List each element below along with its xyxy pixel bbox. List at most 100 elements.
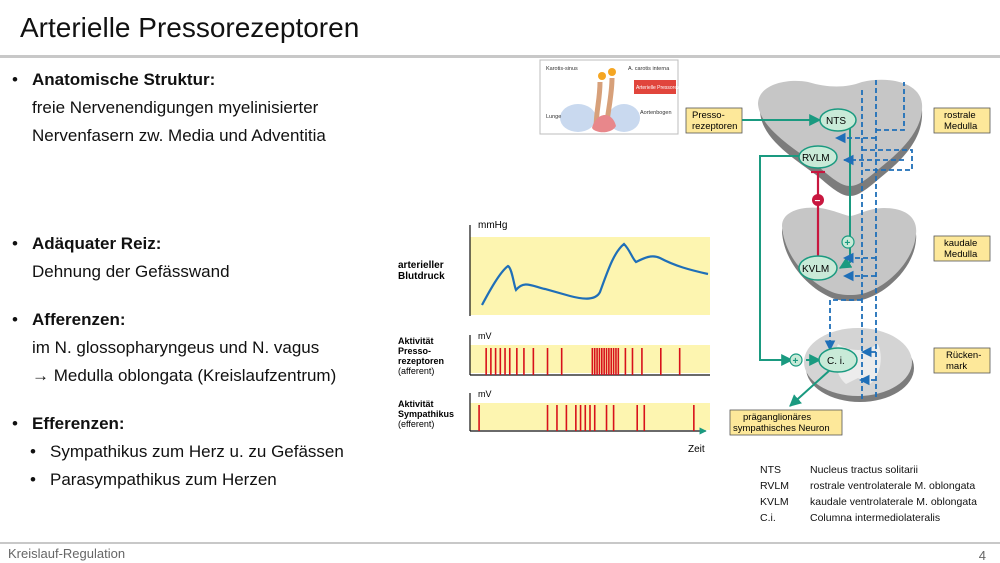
afferent-label: rezeptoren (398, 356, 444, 366)
legend-abbr: RVLM (760, 480, 789, 492)
efferent-label: Sympathikus (398, 409, 454, 419)
region-label: mark (946, 361, 967, 372)
bullet-afferents: • Afferenzen: im N. glossopharyngeus und… (10, 306, 400, 390)
pressure-curve (481, 242, 709, 306)
title-divider (0, 55, 1000, 58)
bullet-stimulus: • Adäquater Reiz: Dehnung der Gefässwand (10, 230, 400, 286)
plus-sign-marker (841, 235, 855, 249)
bullet-dot: • (12, 414, 18, 433)
minus-sign-marker (812, 194, 824, 206)
teal-pathways (742, 114, 853, 407)
plus-sign-marker (789, 353, 803, 367)
inset-label: Aortenbogen (640, 110, 672, 116)
sinus-marker (608, 68, 616, 76)
inset-label: Karotis-sinus (546, 66, 578, 72)
sub-bullet-text: Parasympathikus zum Herzen (50, 470, 277, 489)
afferent-unit: mV (478, 331, 492, 341)
rvlm-node (798, 145, 838, 169)
page-number: 4 (978, 548, 986, 563)
slide-title: Arterielle Pressorezeptoren (20, 12, 360, 43)
bullet-dot: • (12, 310, 18, 329)
pressure-label: arterieller (398, 260, 444, 271)
output-box-label: sympathisches Neuron (733, 423, 830, 434)
region-label: kaudale (944, 238, 977, 249)
ci-output-path (789, 369, 831, 407)
afferent-band (470, 345, 710, 373)
legend-row: KVLM kaudale ventrolaterale M. oblongata (760, 494, 977, 510)
inset-label: A. carotis interna (628, 66, 670, 72)
receptor-box-label: Presso- (692, 110, 725, 121)
bullet-heading: Adäquater Reiz: (32, 234, 162, 253)
footer-divider (0, 542, 1000, 544)
afferent-trace-panel: mV Aktivität Presso- rezeptoren (afferen… (398, 331, 710, 376)
kvlm-node (798, 255, 838, 281)
region-box-rostral (933, 107, 991, 134)
ci-node (818, 347, 858, 373)
legend-abbr: KVLM (760, 496, 789, 508)
bullet-line: freie Nervenendigungen myelinisierter (32, 98, 319, 117)
legend-abbr: C.i. (760, 512, 776, 524)
bullet-list: • Anatomische Struktur: freie Nervenendi… (10, 66, 400, 494)
time-label: Zeit (688, 444, 705, 455)
bullet-dot: • (12, 234, 18, 253)
inset-label: Arterielle Pressorezeptoren (636, 85, 697, 91)
region-label: rostrale (944, 110, 976, 121)
region-label: Medulla (944, 121, 978, 132)
footer-text: Kreislauf-Regulation (8, 546, 126, 561)
rvlm-spinal-path (759, 155, 800, 366)
afferent-label: Presso- (398, 346, 431, 356)
afferent-label: (afferent) (398, 366, 434, 376)
lung-right-shape (608, 104, 640, 132)
bullet-heading: Efferenzen: (32, 414, 125, 433)
anatomy-inset: Karotis-sinus A. carotis interna Arterie… (539, 59, 697, 135)
minus-sign: − (815, 196, 821, 207)
lung-left-shape (560, 104, 596, 132)
bullet-dot: • (30, 470, 36, 489)
dashed-arrow (824, 299, 862, 352)
bullet-dot: • (12, 70, 18, 89)
legend-text: Columna intermediolateralis (810, 512, 941, 524)
region-label: Rücken- (946, 350, 981, 361)
legend-row: C.i. Columna intermediolateralis (760, 510, 977, 526)
efferent-label: (efferent) (398, 419, 434, 429)
output-neuron-box (729, 409, 843, 436)
efferent-trace-panel: mV Aktivität Sympathikus (efferent) Zeit (398, 389, 710, 455)
heart-shape (592, 114, 616, 133)
reflex-diagram: Presso- rezeptoren rostrale Medulla kaud… (685, 79, 991, 436)
bullet-anatomy: • Anatomische Struktur: freie Nervenendi… (10, 66, 400, 150)
legend-text: kaudale ventrolaterale M. oblongata (810, 496, 977, 508)
receptor-box-label: rezeptoren (692, 121, 737, 132)
region-label: Medulla (944, 249, 978, 260)
afferent-label: Aktivität (398, 336, 434, 346)
inhibitory-path (811, 170, 825, 268)
bullet-line: im N. glossopharyngeus und N. vagus (32, 338, 320, 357)
bullet-line: Nervenfasern zw. Media und Adventitia (32, 126, 326, 145)
bullet-dot: • (30, 442, 36, 461)
efferent-unit: mV (478, 389, 492, 399)
rvlm-label: RVLM (802, 153, 830, 164)
region-box-spinal (933, 347, 991, 374)
legend-row: RVLM rostrale ventrolaterale M. oblongata (760, 478, 977, 494)
bullet-line: → Medulla oblongata (Kreislaufzentrum) (32, 366, 337, 385)
inset-label: Lunge (546, 114, 561, 120)
bullet-heading: Anatomische Struktur: (32, 70, 216, 89)
efferent-spikes (478, 405, 695, 431)
ci-label: C. i. (827, 356, 845, 367)
pressure-band (470, 237, 710, 315)
kvlm-label: KVLM (802, 264, 829, 275)
sub-bullet-text: Sympathikus zum Herz u. zu Gefässen (50, 442, 344, 461)
nts-node (819, 108, 857, 132)
legend-text: rostrale ventrolaterale M. oblongata (810, 480, 976, 492)
bullet-efferents: • Efferenzen: (10, 410, 400, 438)
efferent-label: Aktivität (398, 399, 434, 409)
pressure-trace-panel: mmHg arterieller Blutdruck (398, 220, 710, 316)
blue-dashed-pathways (824, 80, 913, 400)
output-box-label: präganglionäres (743, 412, 811, 423)
nts-label: NTS (826, 116, 846, 127)
sub-bullet: • Sympathikus zum Herz u. zu Gefässen (10, 438, 400, 466)
receptor-box (685, 107, 743, 134)
bullet-heading: Afferenzen: (32, 310, 126, 329)
